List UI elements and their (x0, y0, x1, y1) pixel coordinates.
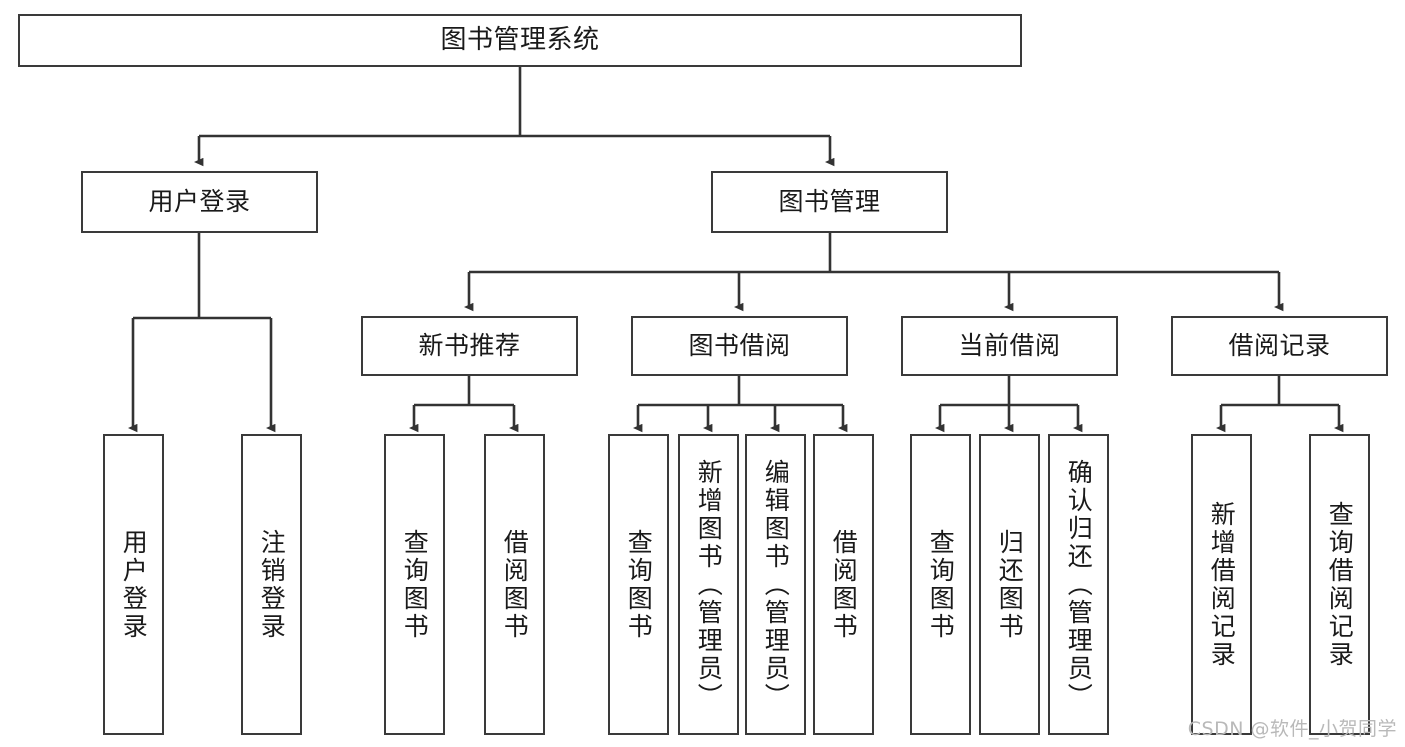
node-label: 查询借阅记录 (1325, 500, 1355, 669)
node-label: 图书管理 (778, 187, 881, 216)
node-label: 新书推荐 (418, 331, 521, 360)
node-label: 借阅记录 (1228, 331, 1331, 360)
node-root-system[interactable]: 图书管理系统 (18, 14, 1022, 67)
node-label: 借阅图书 (829, 528, 859, 641)
leaf-current-query-book[interactable]: 查询图书 (910, 434, 971, 735)
node-label: 用户登录 (119, 528, 149, 641)
leaf-record-query-record[interactable]: 查询借阅记录 (1309, 434, 1370, 735)
leaf-current-return-book[interactable]: 归还图书 (979, 434, 1040, 735)
node-book-borrow[interactable]: 图书借阅 (631, 316, 848, 376)
leaf-borrow-add-book-admin[interactable]: 新增图书（管理员） (678, 434, 739, 735)
node-user-login[interactable]: 用户登录 (81, 171, 318, 233)
node-book-management[interactable]: 图书管理 (711, 171, 948, 233)
node-label: 图书管理系统 (440, 24, 600, 55)
node-label: 查询图书 (926, 528, 956, 641)
node-label: 归还图书 (995, 528, 1025, 641)
node-label: 借阅图书 (500, 528, 530, 641)
node-label: 查询图书 (624, 528, 654, 641)
leaf-user-login-logout[interactable]: 注销登录 (241, 434, 302, 735)
leaf-borrow-edit-book-admin[interactable]: 编辑图书（管理员） (745, 434, 806, 735)
node-new-book-recommend[interactable]: 新书推荐 (361, 316, 578, 376)
leaf-borrow-borrow-book[interactable]: 借阅图书 (813, 434, 874, 735)
node-label: 用户登录 (148, 187, 251, 216)
leaf-user-login-login[interactable]: 用户登录 (103, 434, 164, 735)
leaf-new-book-borrow[interactable]: 借阅图书 (484, 434, 545, 735)
node-label: 新增借阅记录 (1207, 500, 1237, 669)
node-label: 当前借阅 (958, 331, 1061, 360)
node-label: 注销登录 (257, 528, 287, 641)
leaf-new-book-query[interactable]: 查询图书 (384, 434, 445, 735)
leaf-record-add-record[interactable]: 新增借阅记录 (1191, 434, 1252, 735)
leaf-current-confirm-return-admin[interactable]: 确认归还（管理员） (1048, 434, 1109, 735)
node-label: 查询图书 (400, 528, 430, 641)
node-label: 确认归还（管理员） (1064, 458, 1094, 711)
leaf-borrow-query-book[interactable]: 查询图书 (608, 434, 669, 735)
node-label: 编辑图书（管理员） (761, 458, 791, 711)
node-label: 图书借阅 (688, 331, 791, 360)
node-borrow-record[interactable]: 借阅记录 (1171, 316, 1388, 376)
node-label: 新增图书（管理员） (694, 458, 724, 711)
node-current-borrow[interactable]: 当前借阅 (901, 316, 1118, 376)
